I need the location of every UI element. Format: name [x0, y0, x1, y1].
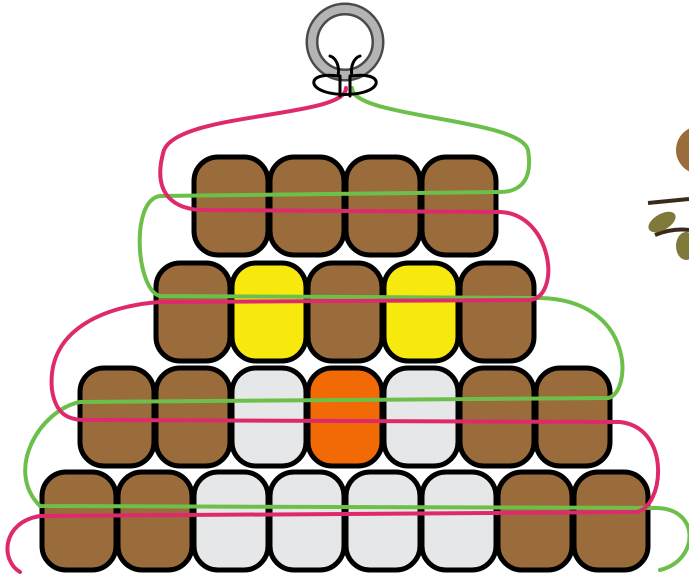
bead-light-gray [270, 472, 344, 570]
bead-light-gray [232, 368, 306, 466]
bead-brown [156, 368, 230, 466]
bead-brown [574, 472, 648, 570]
bead-light-gray [422, 472, 496, 570]
bead-light-gray [346, 472, 420, 570]
bead-brown [460, 263, 534, 361]
bead-brown [194, 157, 268, 255]
bead-brown [80, 368, 154, 466]
bead-brown [270, 157, 344, 255]
bead-brown [308, 263, 382, 361]
bead-brown [156, 263, 230, 361]
bead-brown [536, 368, 610, 466]
bead-yellow [384, 263, 458, 361]
bead-brown [42, 472, 116, 570]
bead-orange [308, 368, 382, 466]
bead-brown [346, 157, 420, 255]
bead-brown [498, 472, 572, 570]
bead-yellow [232, 263, 306, 361]
bead-brown [118, 472, 192, 570]
bead-brown [422, 157, 496, 255]
bead-brown [460, 368, 534, 466]
bead-light-gray [384, 368, 458, 466]
bead-light-gray [194, 472, 268, 570]
